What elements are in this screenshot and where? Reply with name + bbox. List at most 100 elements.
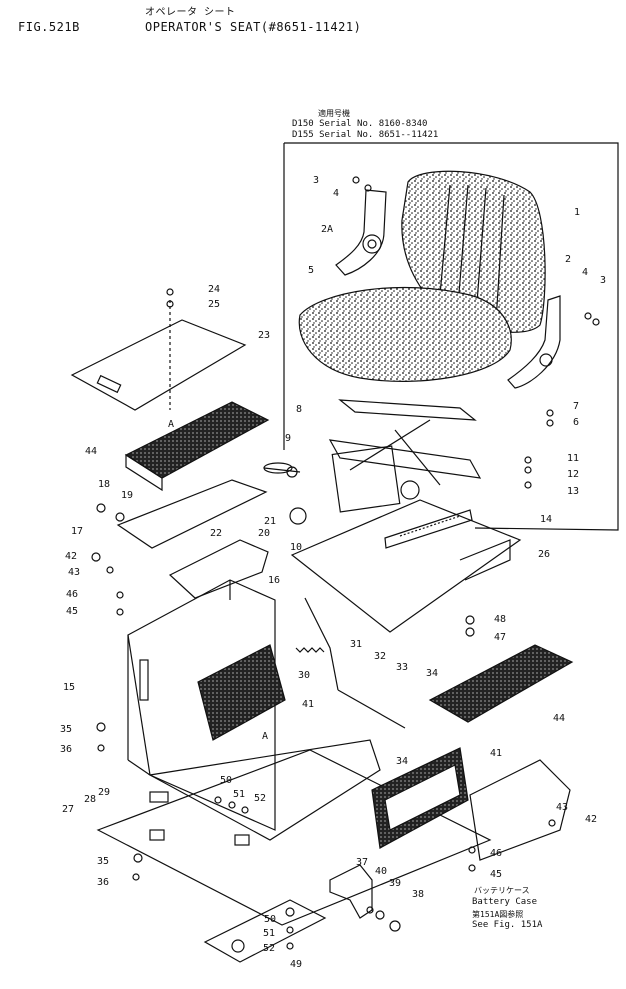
callout-14: 14 [540,514,552,525]
console-box [127,579,276,831]
battery-note-japanese: バッテリケース [474,886,530,895]
callout-39: 39 [389,878,401,889]
callout-37: 37 [356,857,368,868]
seat-back-bracket-right [507,295,561,389]
battery-case [469,759,571,861]
callout-labels: 122A334456789101112131415161718192021222… [60,175,606,970]
callout-41: 41 [490,748,502,759]
callout-28: 28 [84,794,96,805]
seat-rail [384,509,473,549]
seat-cushion [298,286,512,382]
callout-33: 33 [396,662,408,673]
callout-34: 34 [396,756,408,767]
callout-6: 6 [573,417,579,428]
battery-note-fig-japanese: 第151A図参照 [472,910,524,919]
callout-49: 49 [290,959,302,970]
callout-13: 13 [567,486,579,497]
callout-27: 27 [62,804,74,815]
battery-bracket [329,864,373,919]
callout-43: 43 [68,567,80,578]
side-cover [70,319,247,411]
callout-40: 40 [375,866,387,877]
callout-1: 1 [574,207,580,218]
callout-11: 11 [567,453,579,464]
callout-3: 3 [600,275,606,286]
bottom-frame [96,749,492,926]
callout-47: 47 [494,632,506,643]
callout-44: 44 [553,713,565,724]
callout-a: A [262,731,268,742]
callout-8: 8 [296,404,302,415]
callout-36: 36 [60,744,72,755]
battery-pad-left [197,644,286,741]
callout-50: 50 [264,914,276,925]
mount-plate [203,899,327,963]
lever-spring [295,647,325,653]
callout-a: A [168,419,174,430]
callout-34: 34 [426,668,438,679]
serial-note-line-1: D150 Serial No. 8160-8340 [292,119,428,129]
callout-4: 4 [333,188,339,199]
callout-9: 9 [285,433,291,444]
battery-note-english: Battery Case [472,897,538,907]
callout-12: 12 [567,469,579,480]
seat-slide-frame [338,399,477,421]
callout-48: 48 [494,614,506,625]
callout-24: 24 [208,284,220,295]
floor-plate [168,539,269,599]
callout-45: 45 [66,606,78,617]
callout-35: 35 [97,856,109,867]
callout-43: 43 [556,802,568,813]
callout-32: 32 [374,651,386,662]
serial-note-japanese: 適用号機 [318,109,350,118]
callout-15: 15 [63,682,75,693]
callout-50: 50 [220,775,232,786]
armrest-plate [116,479,268,549]
callout-46: 46 [66,589,78,600]
callout-36: 36 [97,877,109,888]
callout-44: 44 [85,446,97,457]
callout-4: 4 [582,267,588,278]
callout-52: 52 [263,943,275,954]
callout-17: 17 [71,526,83,537]
callout-51: 51 [233,789,245,800]
callout-23: 23 [258,330,270,341]
callout-42: 42 [65,551,77,562]
callout-25: 25 [208,299,220,310]
callout-10: 10 [290,542,302,553]
callout-26: 26 [538,549,550,560]
callout-42: 42 [585,814,597,825]
callout-46: 46 [490,848,502,859]
callout-20: 20 [258,528,270,539]
title-japanese: オペレータ シート [145,7,236,18]
callout-38: 38 [412,889,424,900]
figure-number: FIG.521B [18,20,80,34]
callout-18: 18 [98,479,110,490]
callout-7: 7 [573,401,579,412]
armrest-pad-left [124,401,270,479]
callout-35: 35 [60,724,72,735]
seat-assembly-boundary [284,142,619,531]
seat-base-plate [290,499,522,633]
callout-2a: 2A [321,224,333,235]
callout-16: 16 [268,575,280,586]
callout-5: 5 [308,265,314,276]
callout-2: 2 [565,254,571,265]
callout-21: 21 [264,516,276,527]
seat-back-bracket-left [335,189,387,276]
figure-title: OPERATOR'S SEAT(#8651-11421) [145,20,362,34]
serial-note-line-2: D155 Serial No. 8651--11421 [292,130,439,140]
battery-note-fig-reference: See Fig. 151A [472,920,543,930]
callout-22: 22 [210,528,222,539]
callout-29: 29 [98,787,110,798]
callout-31: 31 [350,639,362,650]
release-lever [304,597,339,691]
callout-51: 51 [263,928,275,939]
callout-30: 30 [298,670,310,681]
callout-45: 45 [490,869,502,880]
callout-52: 52 [254,793,266,804]
callout-3: 3 [313,175,319,186]
callout-41: 41 [302,699,314,710]
armrest-pad-right [428,644,574,723]
